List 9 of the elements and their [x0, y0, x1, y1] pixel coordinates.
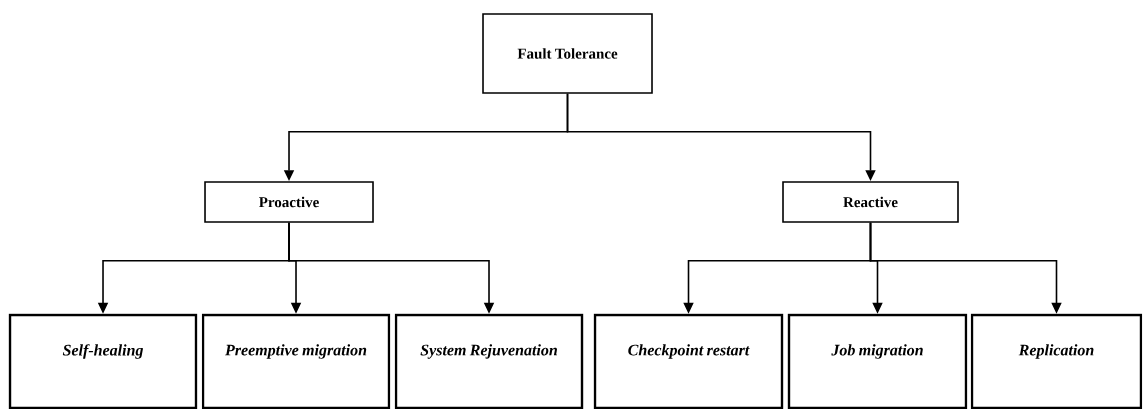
technique-box: Checkpoint restart — [593, 313, 784, 409]
technique-box: Self-healing — [8, 313, 198, 409]
category-box: Proactive — [204, 181, 374, 223]
technique-box: System Rejuvenation — [394, 313, 584, 409]
category-box: Reactive — [782, 181, 959, 223]
technique-box: Job migration — [787, 313, 968, 409]
category-box: Fault Tolerance — [482, 13, 653, 94]
technique-box: Preemptive migration — [201, 313, 391, 409]
technique-box: Replication — [970, 313, 1143, 409]
